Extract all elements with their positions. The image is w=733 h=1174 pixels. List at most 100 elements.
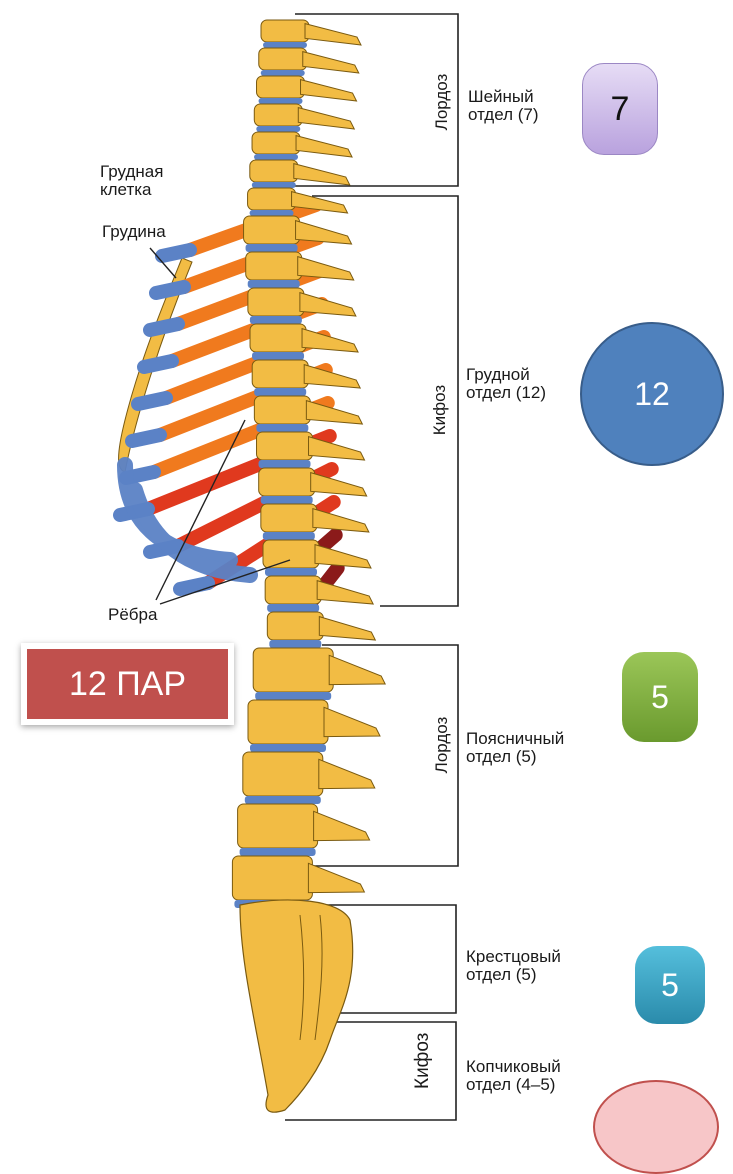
rib-cartilage: [138, 398, 166, 404]
label-sternum: Грудина: [102, 223, 166, 240]
pairs-callout: 12 ПАР: [21, 643, 234, 725]
intervertebral-disc: [265, 568, 317, 576]
spine-diagram: Грудная клетка Грудина Рёбра Шейный отде…: [0, 0, 733, 1124]
vertebra-process: [317, 581, 373, 604]
vertebra-process: [308, 863, 364, 892]
rib-cartilage: [132, 435, 160, 441]
intervertebral-disc: [261, 496, 313, 504]
vertebra-process: [305, 24, 361, 45]
vertebra-body: [238, 804, 318, 848]
vertebra-body: [244, 216, 300, 244]
vertebra-body: [261, 504, 317, 532]
vertebra-body: [254, 396, 310, 424]
rib-cartilage: [180, 583, 208, 589]
vertebra-body: [259, 48, 307, 70]
intervertebral-disc: [250, 744, 326, 752]
intervertebral-disc: [250, 210, 294, 216]
rib-cartilage: [144, 361, 172, 367]
vertebra-body: [250, 160, 298, 182]
intervertebral-disc: [269, 640, 321, 648]
rib-cartilage: [162, 250, 190, 256]
label-lordosis-cervical: Лордоз: [432, 72, 452, 132]
vertebra-body: [250, 324, 306, 352]
vertebra-process: [315, 545, 371, 568]
vertebra-body: [257, 76, 305, 98]
label-cervical-2: отдел (7): [468, 106, 539, 123]
intervertebral-disc: [254, 154, 298, 160]
rib-cartilage: [156, 287, 184, 293]
label-lordosis-lumbar: Лордоз: [432, 715, 452, 775]
label-rib-cage-1: Грудная: [100, 163, 163, 180]
vertebra-body: [259, 468, 315, 496]
intervertebral-disc: [250, 316, 302, 324]
vertebra-body: [252, 132, 300, 154]
vertebra-process: [309, 437, 365, 460]
badge-sacral: 5: [635, 946, 705, 1024]
badge-thoracic: 12: [580, 322, 724, 466]
label-sacral-1: Крестцовый: [466, 948, 561, 965]
label-thoracic-2: отдел (12): [466, 384, 546, 401]
vertebra-body: [267, 612, 323, 640]
intervertebral-disc: [248, 280, 300, 288]
intervertebral-disc: [252, 182, 296, 188]
label-lumbar-1: Поясничный: [466, 730, 564, 747]
intervertebral-disc: [254, 388, 306, 396]
label-kyphosis-sacral: Кифоз: [412, 1033, 434, 1089]
vertebra-body: [246, 252, 302, 280]
vertebra-body: [265, 576, 321, 604]
vertebra-body: [254, 104, 302, 126]
intervertebral-disc: [263, 42, 307, 48]
badge-bottom: [593, 1080, 719, 1174]
sacrum: [240, 900, 353, 1112]
intervertebral-disc: [256, 424, 308, 432]
intervertebral-disc: [259, 98, 303, 104]
vertebra-body: [253, 648, 333, 692]
label-coccygeal-1: Копчиковый: [466, 1058, 561, 1075]
pairs-callout-text: 12 ПАР: [27, 649, 228, 719]
rib-cartilage: [150, 324, 178, 330]
intervertebral-disc: [263, 532, 315, 540]
label-thoracic-1: Грудной: [466, 366, 530, 383]
vertebra-body: [261, 20, 309, 42]
intervertebral-disc: [240, 848, 316, 856]
intervertebral-disc: [252, 352, 304, 360]
intervertebral-disc: [255, 692, 331, 700]
vertebra-body: [248, 700, 328, 744]
intervertebral-disc: [245, 796, 321, 804]
vertebra-body: [252, 360, 308, 388]
vertebra-process: [324, 707, 380, 736]
vertebra-process: [294, 164, 350, 185]
vertebra-process: [296, 221, 352, 244]
vertebra-process: [302, 329, 358, 352]
label-ribs: Рёбра: [108, 606, 157, 623]
vertebra-process: [303, 52, 359, 73]
label-rib-cage-2: клетка: [100, 181, 152, 198]
intervertebral-disc: [246, 244, 298, 252]
label-kyphosis-thoracic: Кифоз: [430, 382, 450, 438]
vertebra-body: [248, 188, 296, 210]
label-lumbar-2: отдел (5): [466, 748, 537, 765]
vertebra-process: [296, 136, 352, 157]
vertebra-body: [248, 288, 304, 316]
vertebra-process: [319, 617, 375, 640]
vertebra-body: [232, 856, 312, 900]
label-cervical-1: Шейный: [468, 88, 534, 105]
vertebra-process: [298, 108, 354, 129]
vertebra-process: [313, 509, 369, 532]
vertebra-body: [243, 752, 323, 796]
badge-cervical: 7: [582, 63, 658, 155]
vertebra-process: [298, 257, 354, 280]
label-sacral-2: отдел (5): [466, 966, 537, 983]
vertebra-body: [257, 432, 313, 460]
vertebra-process: [319, 759, 375, 788]
intervertebral-disc: [261, 70, 305, 76]
intervertebral-disc: [256, 126, 300, 132]
vertebra-process: [311, 473, 367, 496]
vertebra-body: [263, 540, 319, 568]
vertebra-process: [301, 80, 357, 101]
intervertebral-disc: [259, 460, 311, 468]
intervertebral-disc: [267, 604, 319, 612]
vertebra-process: [329, 655, 385, 684]
label-coccygeal-2: отдел (4–5): [466, 1076, 555, 1093]
vertebra-process: [314, 811, 370, 840]
